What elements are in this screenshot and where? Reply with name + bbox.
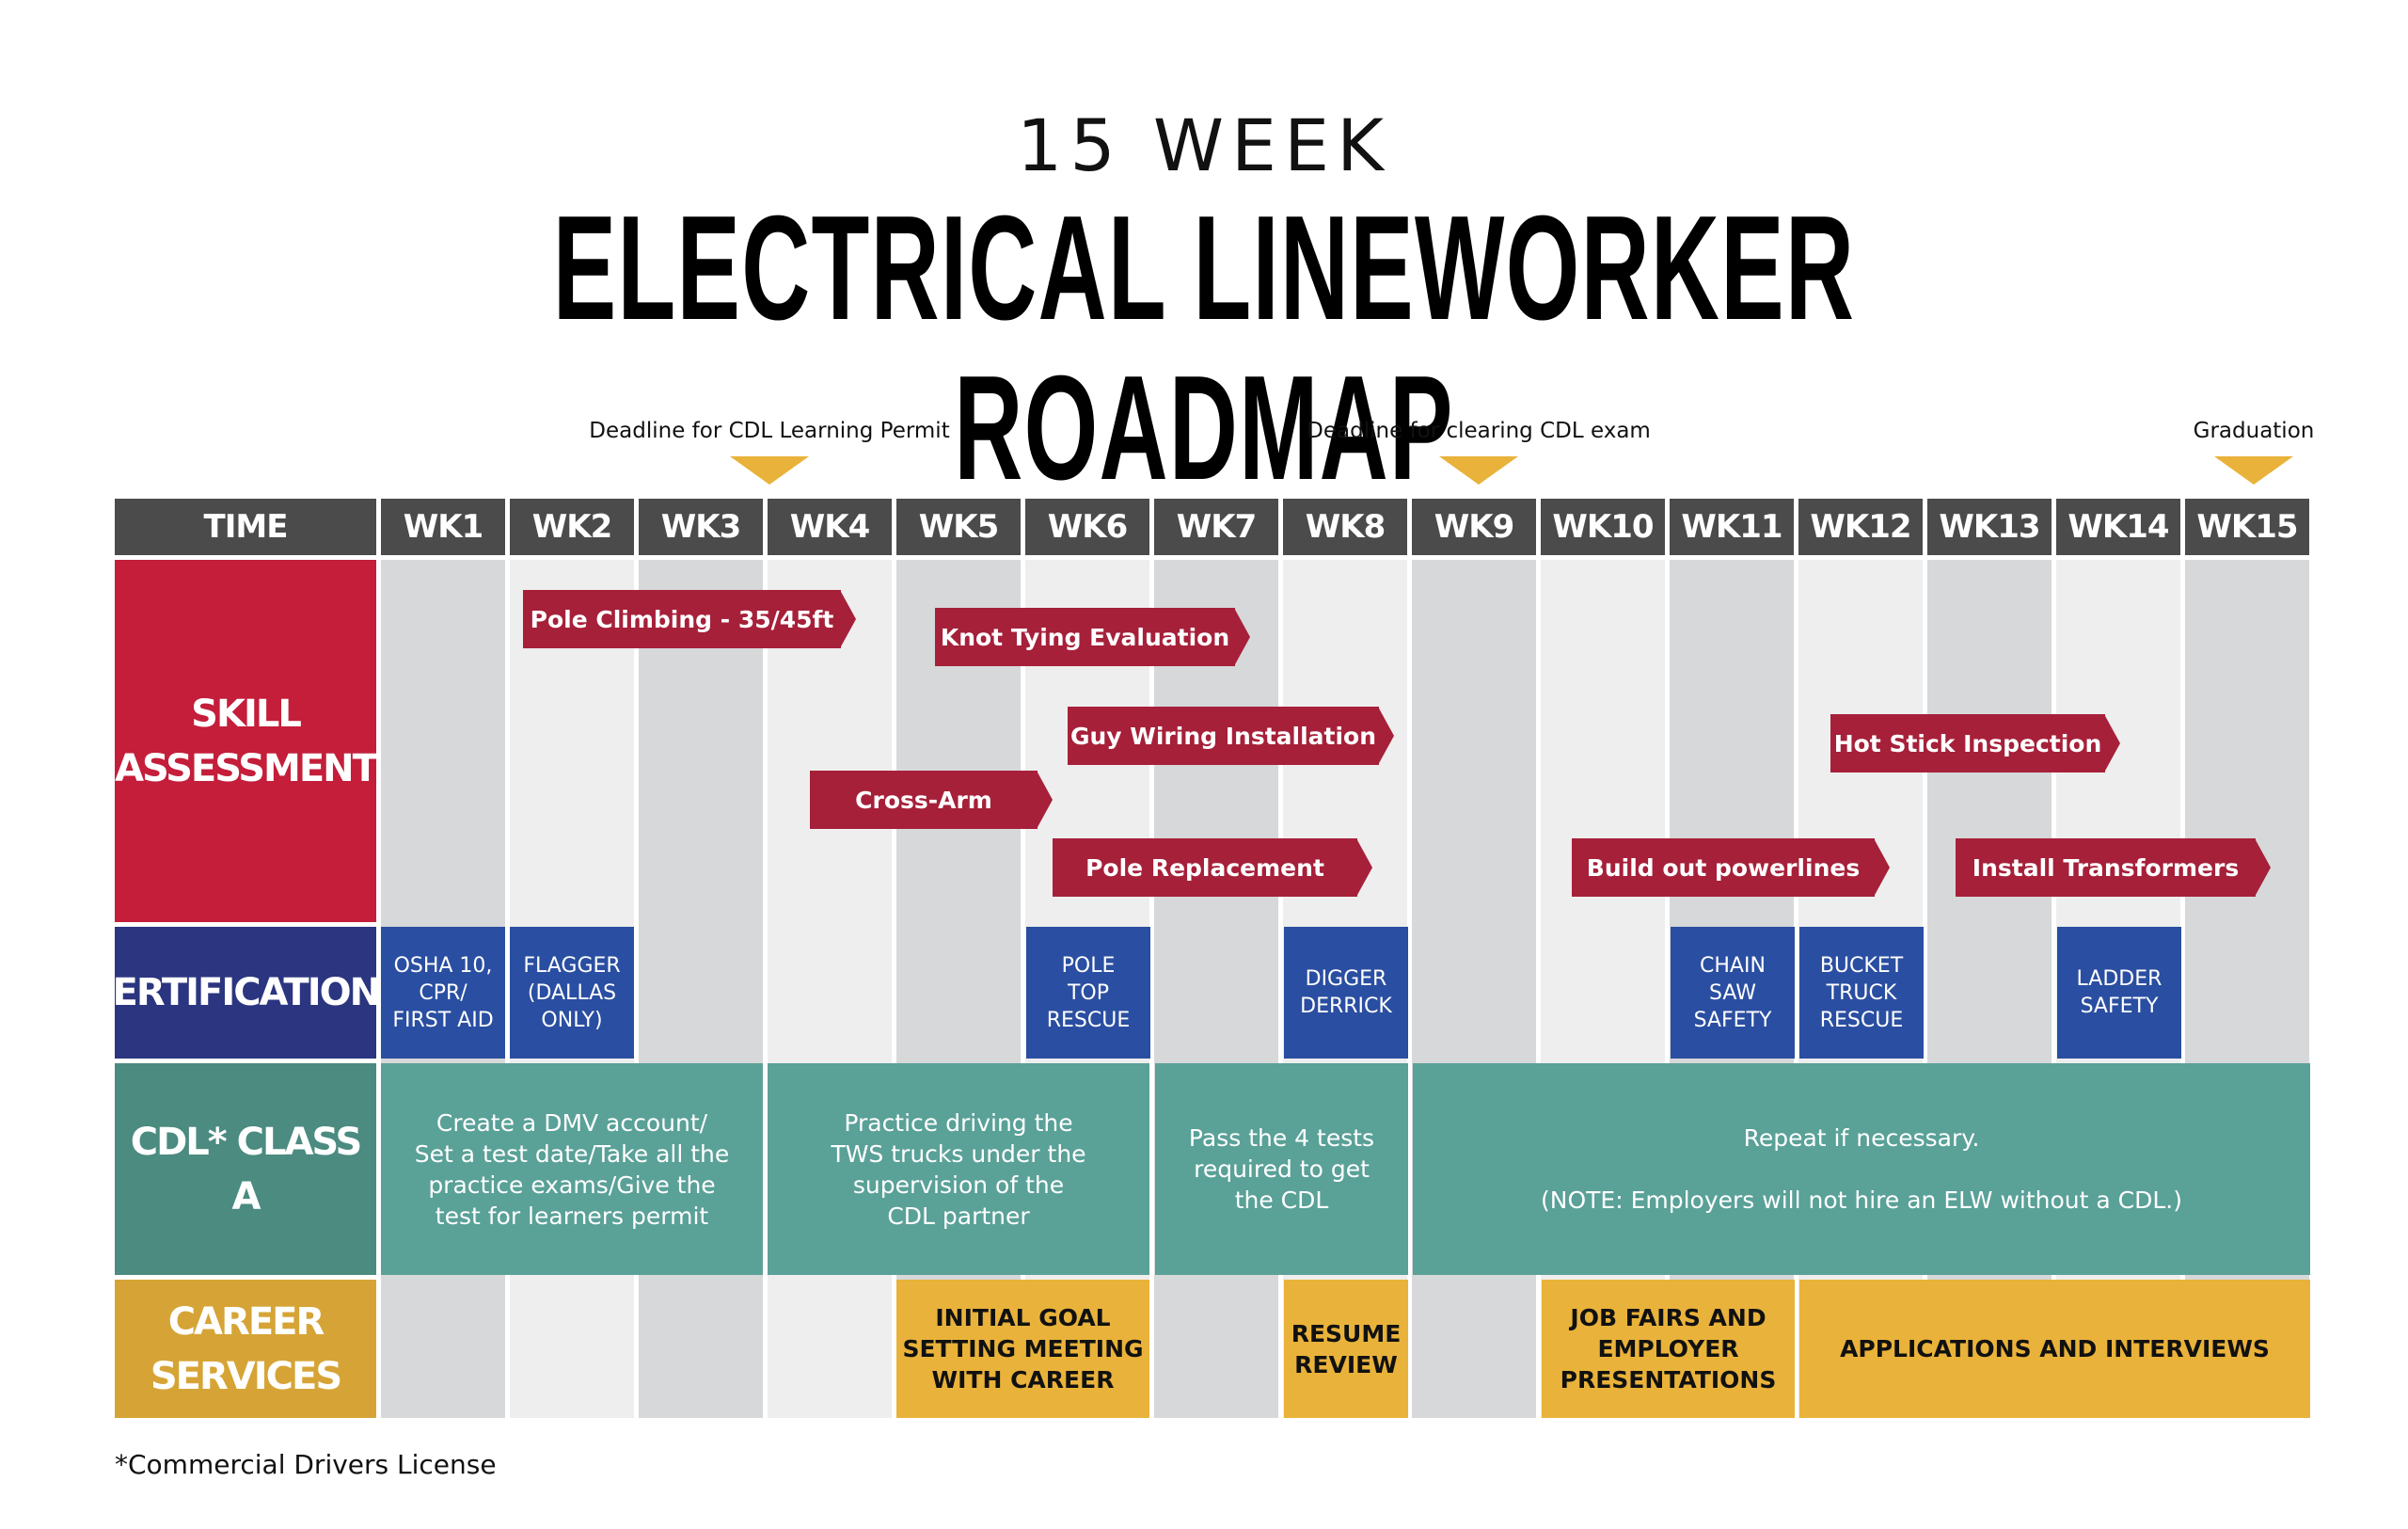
cdl-block-repeat: Repeat if necessary. (NOTE: Employers wi…	[1413, 1063, 2310, 1275]
footnote: *Commercial Drivers License	[115, 1449, 497, 1480]
milestone-marker-cdl-exam	[1439, 456, 1518, 485]
week-column-background	[1412, 560, 1536, 1418]
header-week-9: WK9	[1412, 499, 1536, 555]
week-column-background	[1154, 560, 1278, 1418]
skill-bar: Build out powerlines	[1572, 838, 1875, 897]
cert-pole-top-rescue: POLE TOP RESCUE	[1026, 927, 1150, 1059]
skill-bar: Cross-Arm	[810, 771, 1038, 829]
header-week-6: WK6	[1025, 499, 1149, 555]
cdl-block-practice: Practice driving the TWS trucks under th…	[768, 1063, 1149, 1275]
header-week-11: WK11	[1670, 499, 1794, 555]
header-week-14: WK14	[2056, 499, 2180, 555]
week-column-background	[768, 560, 892, 1418]
cert-ladder-safety: LADDER SAFETY	[2057, 927, 2181, 1059]
skill-bar: Install Transformers	[1956, 838, 2256, 897]
header-week-5: WK5	[896, 499, 1021, 555]
career-goal-setting: INITIAL GOAL SETTING MEETING WITH CAREER	[896, 1280, 1149, 1418]
milestone-marker-graduation	[2214, 456, 2293, 485]
category-cdl-class-a: CDL* CLASS A	[115, 1063, 376, 1275]
header-week-8: WK8	[1283, 499, 1407, 555]
cert-chain-saw-safety: CHAIN SAW SAFETY	[1671, 927, 1795, 1059]
category-skill-assessment: SKILL ASSESSMENT	[115, 560, 378, 922]
week-column-background	[896, 560, 1021, 1418]
cdl-block-tests: Pass the 4 tests required to get the CDL	[1155, 1063, 1408, 1275]
cert-bucket-truck-rescue: BUCKET TRUCK RESCUE	[1799, 927, 1924, 1059]
cert-flagger: FLAGGER (DALLAS ONLY)	[510, 927, 634, 1059]
skill-bar: Guy Wiring Installation	[1068, 707, 1379, 765]
header-week-15: WK15	[2185, 499, 2309, 555]
career-applications-interviews: APPLICATIONS AND INTERVIEWS	[1799, 1280, 2310, 1418]
skill-bar: Pole Replacement	[1053, 838, 1357, 897]
skill-bar: Hot Stick Inspection	[1830, 714, 2105, 772]
milestone-label-graduation: Graduation	[2193, 419, 2315, 443]
milestone-label-permit: Deadline for CDL Learning Permit	[589, 419, 950, 443]
title-line-1: 15 WEEK	[1017, 104, 1391, 187]
skill-bar: Pole Climbing - 35/45ft	[523, 590, 841, 648]
header-week-1: WK1	[381, 499, 505, 555]
header-week-2: WK2	[510, 499, 634, 555]
header-week-3: WK3	[639, 499, 763, 555]
week-column-background	[639, 560, 763, 1418]
week-column-background	[2185, 560, 2309, 1418]
header-week-12: WK12	[1798, 499, 1923, 555]
page-title: ELECTRICAL LINEWORKER ROADMAP	[552, 185, 1856, 511]
category-certifications: CERTIFICATIONS	[87, 927, 406, 1059]
career-job-fairs: JOB FAIRS AND EMPLOYER PRESENTATIONS	[1542, 1280, 1795, 1418]
cdl-block-permit: Create a DMV account/ Set a test date/Ta…	[381, 1063, 763, 1275]
header-week-10: WK10	[1541, 499, 1665, 555]
header-week-7: WK7	[1154, 499, 1278, 555]
header-week-13: WK13	[1927, 499, 2052, 555]
cert-digger-derrick: DIGGER DERRICK	[1284, 927, 1408, 1059]
category-career-services: CAREER SERVICES	[115, 1280, 376, 1418]
week-column-background	[1927, 560, 2052, 1418]
skill-bar: Knot Tying Evaluation	[935, 608, 1235, 666]
milestone-label-cdl-exam: Deadline for clearing CDL exam	[1307, 419, 1651, 443]
milestone-marker-permit	[730, 456, 809, 485]
header-week-4: WK4	[768, 499, 892, 555]
cert-osha-cpr-first-aid: OSHA 10, CPR/ FIRST AID	[381, 927, 505, 1059]
career-resume-review: RESUME REVIEW	[1284, 1280, 1408, 1418]
header-time: TIME	[115, 499, 376, 555]
week-column-background	[1541, 560, 1665, 1418]
